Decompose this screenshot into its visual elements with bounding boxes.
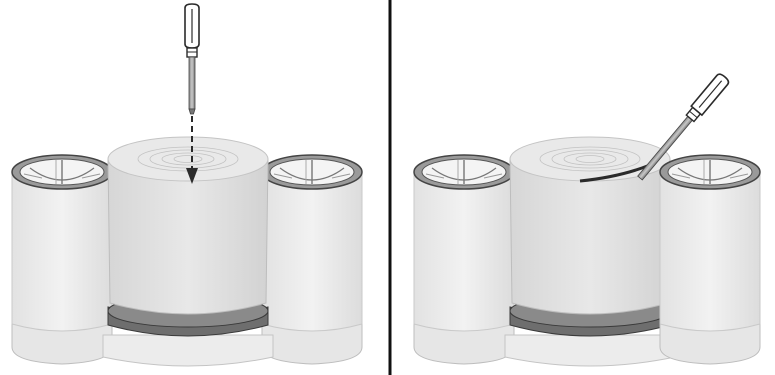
screwdriver-icon bbox=[185, 4, 199, 114]
right-filter-canister bbox=[660, 155, 760, 364]
left-filter-canister bbox=[414, 155, 514, 364]
panel-step-1 bbox=[12, 4, 362, 366]
right-filter-canister bbox=[262, 155, 362, 364]
left-filter-canister bbox=[12, 155, 112, 364]
panel-step-2 bbox=[414, 72, 760, 366]
